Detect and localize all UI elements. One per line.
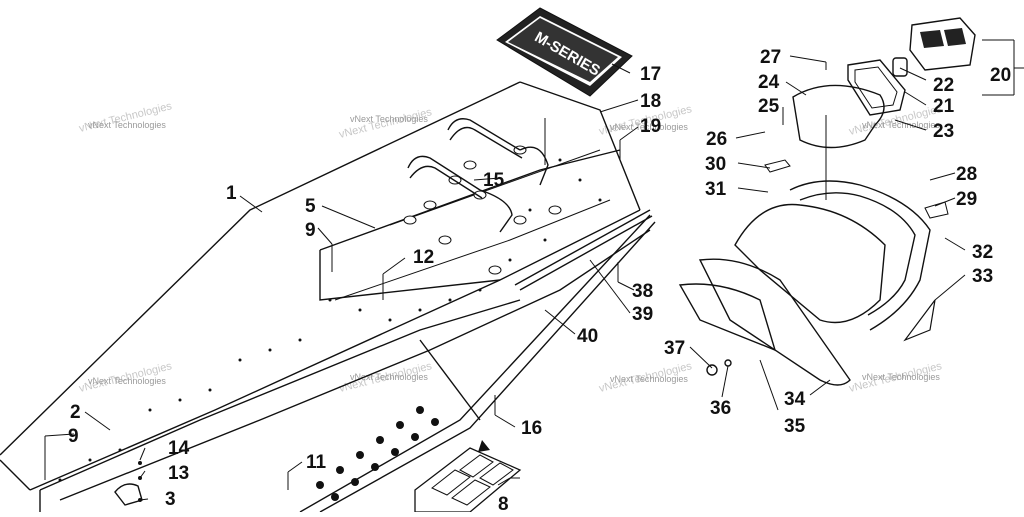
callout-17: 17 <box>640 64 661 85</box>
callout-12: 12 <box>413 247 434 268</box>
leader-lines <box>44 39 1024 501</box>
hitch-bracket <box>114 461 143 506</box>
tunnel-assembly <box>0 81 656 513</box>
callout-1: 1 <box>226 183 237 204</box>
callout-23: 23 <box>933 121 954 142</box>
callout-40: 40 <box>577 326 598 347</box>
callout-14: 14 <box>168 438 190 459</box>
callout-28: 28 <box>956 164 977 185</box>
callout-30: 30 <box>705 154 726 175</box>
callout-11: 11 <box>306 452 327 473</box>
callout-18: 18 <box>640 91 661 112</box>
watermark: vNext Technologies <box>350 114 428 124</box>
callout-31: 31 <box>705 179 727 200</box>
callout-3: 3 <box>165 489 176 510</box>
callout-34: 34 <box>784 389 806 410</box>
callout-20: 20 <box>990 65 1011 86</box>
watermark: vNext Technologies <box>88 376 166 386</box>
watermark: vNext Technologies <box>350 372 428 382</box>
callout-9: 9 <box>305 220 316 241</box>
grab-handle-pair <box>407 118 549 233</box>
callout-38: 38 <box>632 281 653 302</box>
callout-26: 26 <box>706 129 727 150</box>
callout-25: 25 <box>758 96 780 117</box>
m-series-decal: M-SERIES <box>496 7 633 97</box>
callout-5: 5 <box>305 196 316 217</box>
foot-plate <box>414 440 522 513</box>
callout-21: 21 <box>933 96 955 117</box>
callout-19: 19 <box>640 116 661 137</box>
watermark: vNext Technologies <box>610 374 688 384</box>
callout-15: 15 <box>483 170 505 191</box>
callout-36: 36 <box>710 398 731 419</box>
callout-39: 39 <box>632 304 653 325</box>
rear-bumper-assembly <box>678 17 976 386</box>
callout-labels: 1 2 3 5 8 9 9 11 12 13 14 15 16 17 18 19… <box>68 47 1011 515</box>
callout-2: 2 <box>70 402 81 423</box>
callout-32: 32 <box>972 242 993 263</box>
skid-rail <box>514 209 653 291</box>
callout-9-lower: 9 <box>68 426 79 447</box>
callout-24: 24 <box>758 72 780 93</box>
callout-37: 37 <box>664 338 685 359</box>
watermark: vNext Technologies <box>862 120 940 130</box>
callout-27: 27 <box>760 47 781 68</box>
watermark: vNext Technologies <box>862 372 940 382</box>
callout-16: 16 <box>521 418 542 439</box>
callout-29: 29 <box>956 189 977 210</box>
callout-13: 13 <box>168 463 189 484</box>
callout-33: 33 <box>972 266 993 287</box>
watermark: vNext Technologies <box>610 122 688 132</box>
watermark: vNext Technologies <box>88 120 166 130</box>
callout-22: 22 <box>933 75 954 96</box>
callout-8: 8 <box>498 494 509 512</box>
callout-35: 35 <box>784 416 806 437</box>
